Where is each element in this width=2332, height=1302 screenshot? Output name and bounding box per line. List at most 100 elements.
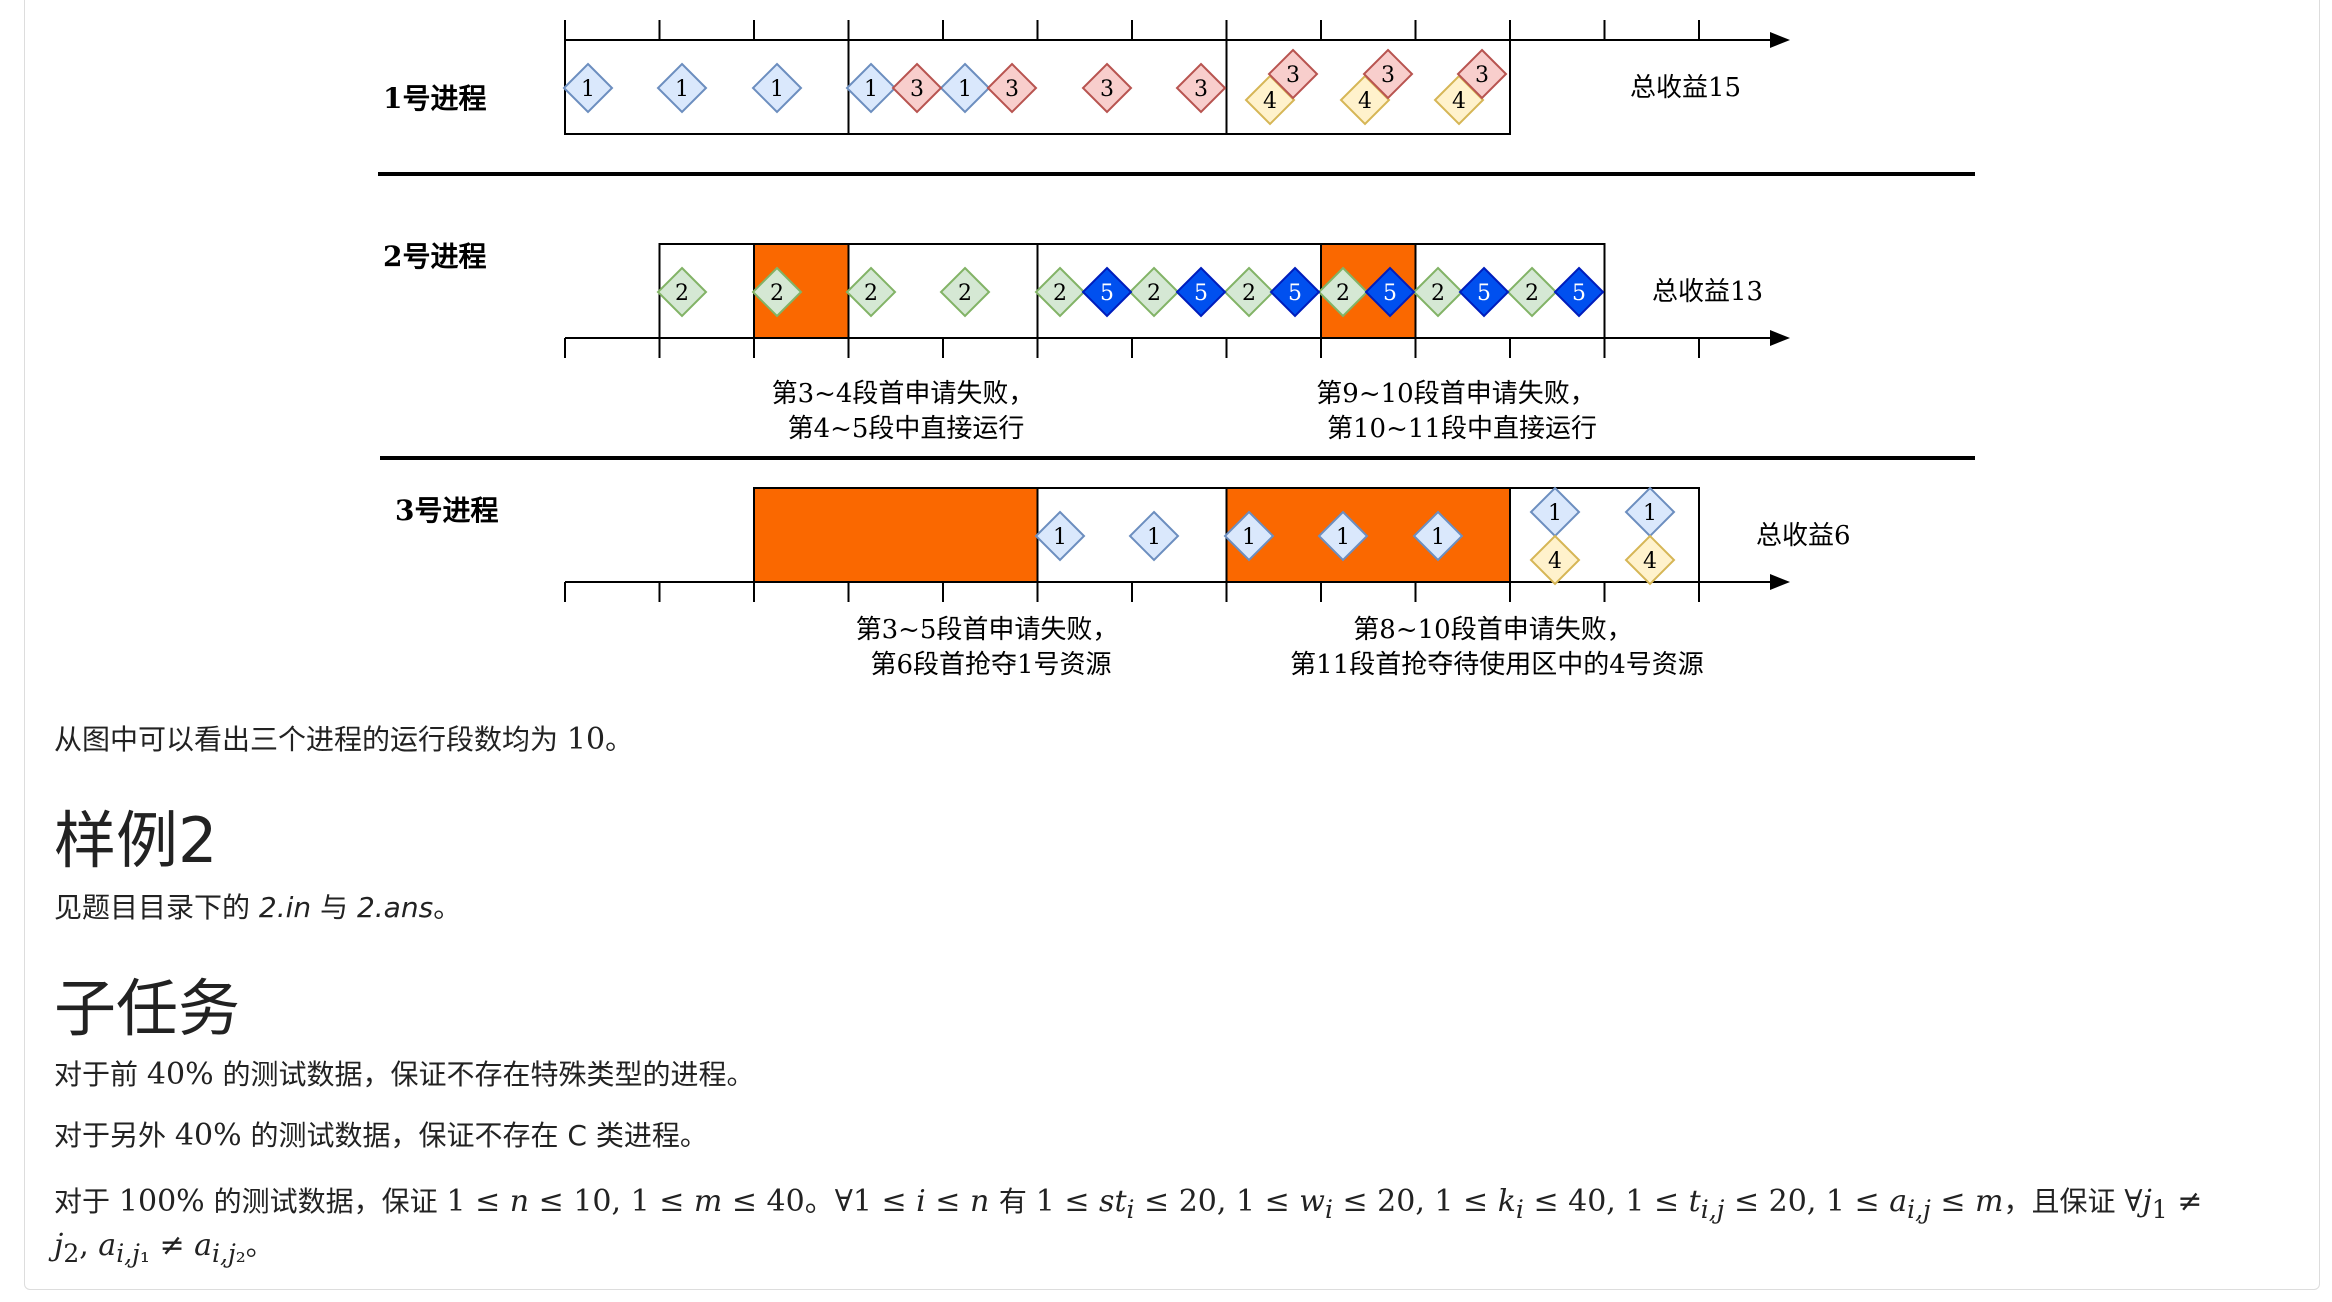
note-4-line-1: 第8~10段首申请失败，	[1353, 615, 1632, 645]
resource-1-label: 1	[958, 77, 972, 102]
row3-run-box	[1509, 487, 1700, 583]
resource-5-label: 5	[1194, 281, 1208, 306]
subtask3-percent: 100%	[118, 1184, 205, 1219]
resource-2-diamond	[1506, 266, 1558, 318]
row-label-2: 2号进程	[383, 240, 486, 273]
row-total-3: 总收益6	[1756, 521, 1851, 551]
resource-2-label: 2	[1053, 281, 1067, 306]
resource-3-label: 3	[1381, 63, 1395, 88]
resource-2-diamond	[939, 266, 991, 318]
note-4-line-2: 第11段首抢夺待使用区中的4号资源	[1290, 650, 1704, 680]
resource-2-label: 2	[958, 281, 972, 306]
resource-1-diamond	[939, 62, 991, 114]
resource-2-label: 2	[1147, 281, 1161, 306]
note-2-line-2: 第10~11段中直接运行	[1327, 414, 1597, 444]
resource-5-diamond	[1081, 266, 1133, 318]
resource-2-label: 2	[1336, 281, 1350, 306]
resource-1-label: 1	[1242, 525, 1256, 550]
subtask3-constraints: 1 ≤ n ≤ 10, 1 ≤ m ≤ 40。∀1 ≤ i ≤ n	[446, 1184, 990, 1219]
resource-5-diamond	[1269, 266, 1321, 318]
resource-4-diamond	[1529, 534, 1581, 586]
resource-1-label: 1	[864, 77, 878, 102]
content-card	[24, 0, 2320, 1290]
segments-text-a: 从图中可以看出三个进程的运行段数均为	[54, 723, 567, 756]
paragraph-segments: 从图中可以看出三个进程的运行段数均为 10。	[54, 718, 633, 758]
sample-text-b: 。	[433, 891, 462, 924]
resource-5-label: 5	[1477, 281, 1491, 306]
subtask1-text-a: 对于前	[54, 1058, 147, 1091]
resource-2-label: 2	[770, 281, 784, 306]
resource-3-label: 3	[1005, 77, 1019, 102]
resource-4-label: 4	[1263, 89, 1277, 114]
subtask1-percent: 40%	[146, 1057, 214, 1092]
note-1-line-1: 第3~4段首申请失败，	[772, 379, 1035, 409]
axis-row-3-arrow	[1770, 574, 1790, 590]
resource-5-label: 5	[1383, 281, 1397, 306]
note-1-line-2: 第4~5段中直接运行	[788, 414, 1025, 444]
resource-2-diamond	[656, 266, 708, 318]
subtask2-text-b: 的测试数据，保证不存在 C 类进程。	[241, 1119, 708, 1152]
resource-5-diamond	[1364, 266, 1416, 318]
subtask3-distinct: j2, ai,j₁ ≠ ai,j₂	[54, 1228, 246, 1268]
resource-2-diamond	[1317, 266, 1369, 318]
resource-4-diamond	[1624, 534, 1676, 586]
row-label-3: 3号进程	[395, 494, 498, 527]
resource-1-diamond	[1412, 510, 1464, 562]
resource-4-label: 4	[1452, 89, 1466, 114]
resource-1-label: 1	[1147, 525, 1161, 550]
sample-file-ans: 2.ans	[356, 891, 434, 924]
resource-1-label: 1	[1548, 501, 1562, 526]
subtask3-text-a: 对于	[54, 1185, 119, 1218]
resource-5-diamond	[1175, 266, 1227, 318]
resource-1-diamond	[1223, 510, 1275, 562]
resource-5-label: 5	[1100, 281, 1114, 306]
resource-4-label: 4	[1548, 549, 1562, 574]
resource-2-diamond	[1034, 266, 1086, 318]
resource-1-label: 1	[675, 77, 689, 102]
paragraph-subtask-2: 对于另外 40% 的测试数据，保证不存在 C 类进程。	[54, 1114, 708, 1154]
resource-2-label: 2	[675, 281, 689, 306]
resource-3-label: 3	[910, 77, 924, 102]
paragraph-subtask-1: 对于前 40% 的测试数据，保证不存在特殊类型的进程。	[54, 1053, 755, 1093]
subtask1-text-b: 的测试数据，保证不存在特殊类型的进程。	[213, 1058, 755, 1091]
resource-1-label: 1	[581, 77, 595, 102]
sample-text-mid: 与	[311, 891, 357, 924]
resource-2-diamond	[751, 266, 803, 318]
resource-3-label: 3	[1286, 63, 1300, 88]
resource-1-label: 1	[1053, 525, 1067, 550]
resource-3-diamond	[1456, 48, 1508, 100]
sample-text-a: 见题目目录下的	[54, 891, 259, 924]
axis-row-1-arrow	[1770, 32, 1790, 48]
resource-2-label: 2	[864, 281, 878, 306]
heading-sample-2: 样例2	[54, 804, 218, 877]
resource-1-label: 1	[770, 77, 784, 102]
note-3-line-2: 第6段首抢夺1号资源	[870, 650, 1111, 680]
subtask3-tail: ，且保证	[2003, 1185, 2125, 1218]
resource-1-diamond	[656, 62, 708, 114]
subtask3-forall: ∀j1 ≠	[2124, 1184, 2203, 1224]
resource-1-label: 1	[1643, 501, 1657, 526]
row1-run-box	[1225, 39, 1511, 135]
resource-2-diamond	[1128, 266, 1180, 318]
resource-1-diamond	[1128, 510, 1180, 562]
resource-3-diamond	[1175, 62, 1227, 114]
row-label-1: 1号进程	[383, 82, 486, 115]
paragraph-subtask-3-cont: j2, ai,j₁ ≠ ai,j₂。	[54, 1224, 274, 1268]
resource-1-label: 1	[1431, 525, 1445, 550]
subtask2-text-a: 对于另外	[54, 1119, 175, 1152]
resource-2-diamond	[1412, 266, 1464, 318]
resource-1-diamond	[1034, 510, 1086, 562]
resource-4-label: 4	[1643, 549, 1657, 574]
resource-3-diamond	[1267, 48, 1319, 100]
resource-2-diamond	[1223, 266, 1275, 318]
segments-count: 10	[566, 722, 606, 757]
row-total-1: 总收益15	[1630, 73, 1741, 103]
resource-3-label: 3	[1194, 77, 1208, 102]
note-2-line-1: 第9~10段首申请失败，	[1316, 379, 1595, 409]
resource-1-diamond	[751, 62, 803, 114]
subtask3-constraints-2: 1 ≤ sti ≤ 20, 1 ≤ wi ≤ 20, 1 ≤ ki ≤ 40, …	[1035, 1184, 2004, 1224]
resource-5-diamond	[1553, 266, 1605, 318]
subtask2-percent: 40%	[174, 1118, 242, 1153]
resource-2-diamond	[845, 266, 897, 318]
paragraph-sample-2: 见题目目录下的 2.in 与 2.ans。	[54, 886, 461, 926]
